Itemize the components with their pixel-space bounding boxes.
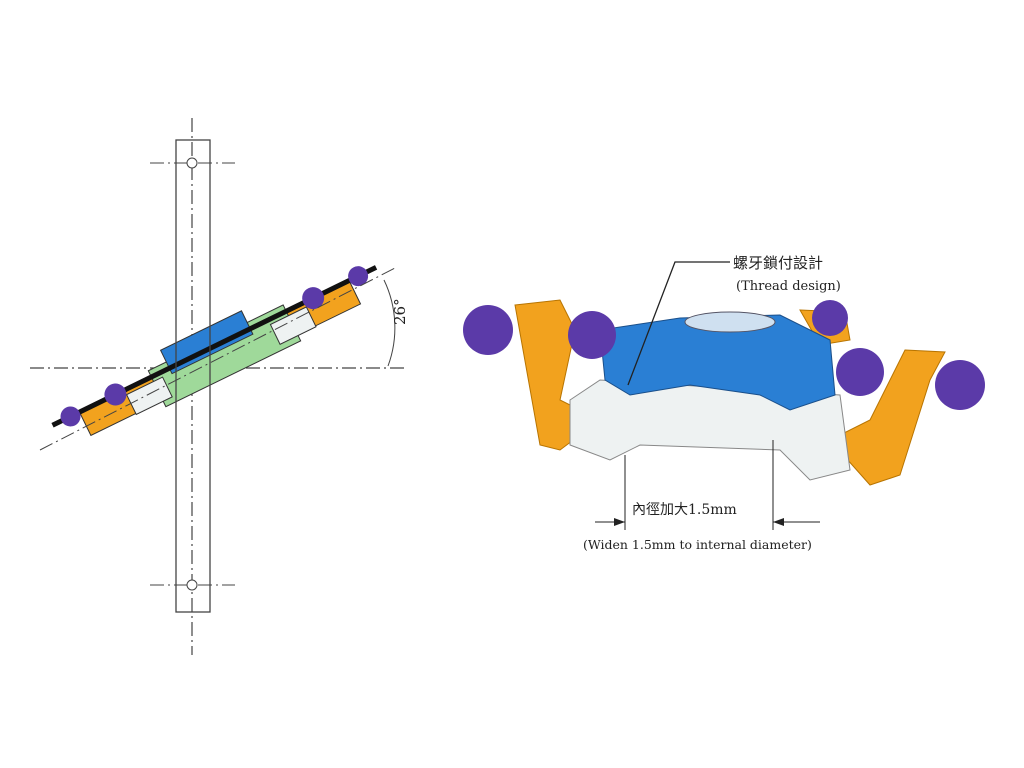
thread-label-zh: 螺牙鎖付設計 (733, 254, 823, 272)
diameter-label-en: (Widen 1.5mm to internal diameter) (583, 537, 812, 552)
tilted-centerline (39, 267, 396, 451)
right-3d-view: 螺牙鎖付設計 (Thread design) 內徑加大1.5mm (Widen … (463, 254, 985, 552)
blue-housing (159, 310, 254, 375)
ball-end (836, 348, 884, 396)
arrow-left (614, 518, 625, 526)
vertical-bar (175, 139, 211, 613)
thread-leader-line (627, 261, 730, 386)
thread-label-en: (Thread design) (736, 279, 841, 294)
right-orange-clamp (829, 349, 946, 486)
ball-end (935, 360, 985, 410)
ball-end (463, 305, 513, 355)
top-ring (684, 311, 776, 333)
ball-end (812, 300, 848, 336)
angle-label: 26° (391, 298, 409, 325)
left-top-view: 26° (30, 118, 409, 655)
ball-end (104, 383, 127, 406)
ball-end (348, 266, 369, 287)
top-hole (186, 157, 198, 169)
diameter-label-zh: 內徑加大1.5mm (632, 502, 737, 518)
angle-arc (383, 279, 396, 367)
white-block (125, 376, 173, 416)
ball-end (60, 406, 81, 427)
arrow-right (773, 518, 784, 526)
axis-rod (51, 265, 378, 428)
ball-end (568, 311, 616, 359)
bottom-hole (186, 579, 198, 591)
ball-end (302, 287, 325, 310)
tilted-assembly (51, 265, 378, 437)
white-block (269, 306, 317, 345)
